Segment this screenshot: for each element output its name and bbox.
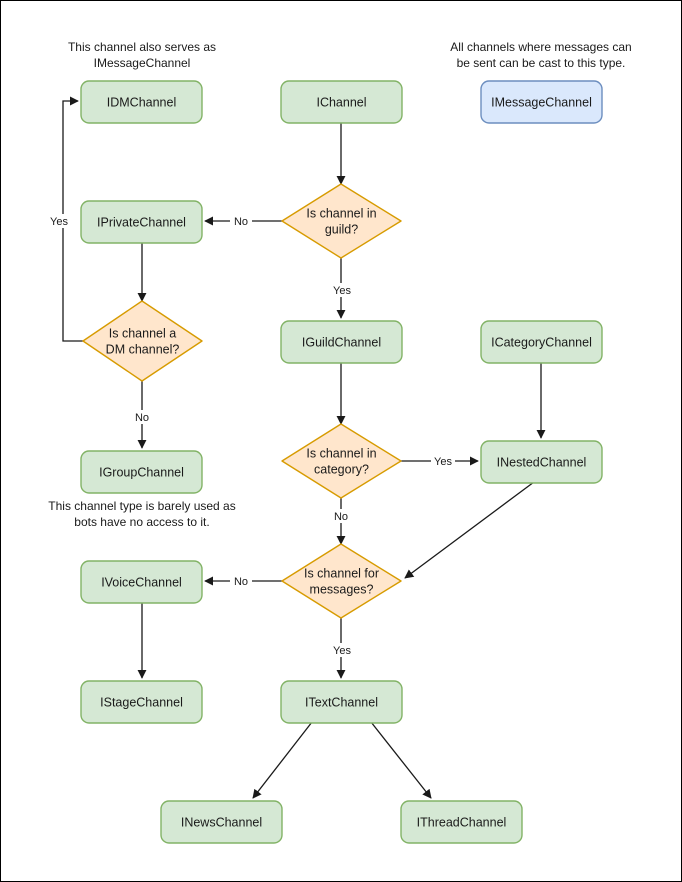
edge-label-yes-guild: Yes <box>333 285 351 297</box>
edge-is-dm-to-idmchannel: Yes <box>45 96 83 342</box>
edge-inestedchannel-to-is-for-messages <box>404 481 535 579</box>
edge-label-bg <box>330 643 354 657</box>
node-inestedchannel-label: INestedChannel <box>497 455 587 469</box>
node-inewschannel-shape[interactable] <box>160 800 283 844</box>
node-iprivatechannel[interactable]: IPrivateChannel <box>80 200 203 244</box>
edge-is-in-guild-to-iguildchannel: Yes <box>330 258 354 319</box>
edge-itextchannel-to-ithreadchannel <box>370 721 432 799</box>
edge-is-dm-to-igroupchannel: No <box>131 381 153 449</box>
node-ichannel[interactable]: IChannel <box>280 80 403 124</box>
node-is-for-messages-label-line-2: messages? <box>310 582 374 596</box>
edge-is-for-messages-to-itextchannel: Yes <box>330 618 354 679</box>
node-iguildchannel-shape[interactable] <box>280 320 403 364</box>
node-idmchannel-label: IDMChannel <box>107 95 176 109</box>
node-itextchannel-label: ITextChannel <box>305 695 378 709</box>
node-inewschannel[interactable]: INewsChannel <box>160 800 283 844</box>
node-ithreadchannel-shape[interactable] <box>400 800 523 844</box>
node-is-in-category-label-line-2: category? <box>314 462 369 476</box>
node-is-for-messages-label-line-1: Is channel for <box>304 566 379 580</box>
node-is-dm-label-line-1: Is channel a <box>109 326 176 340</box>
node-ivoicechannel-label: IVoiceChannel <box>101 575 182 589</box>
note-dm-line-1: This channel also serves as <box>68 40 216 54</box>
node-imessagechannel-label: IMessageChannel <box>491 95 592 109</box>
node-ithreadchannel[interactable]: IThreadChannel <box>400 800 523 844</box>
node-is-dm[interactable]: Is channel a DM channel? <box>82 300 203 382</box>
node-is-in-category-shape[interactable] <box>281 423 402 499</box>
node-itextchannel-shape[interactable] <box>280 680 403 724</box>
edge-label-no-category: No <box>334 511 348 523</box>
node-iguildchannel-label: IGuildChannel <box>302 335 381 349</box>
edge-itextchannel-to-inewschannel <box>252 721 313 799</box>
node-imessagechannel[interactable]: IMessageChannel <box>480 80 603 124</box>
node-inestedchannel[interactable]: INestedChannel <box>480 440 603 484</box>
edge-is-in-category-to-is-for-messages: No <box>330 498 352 545</box>
edge-label-bg <box>330 509 352 523</box>
edge-label-bg <box>230 214 252 228</box>
node-istagechannel-shape[interactable] <box>80 680 203 724</box>
note-message-line-2: be sent can be cast to this type. <box>457 56 626 70</box>
node-is-in-category[interactable]: Is channel in category? <box>281 423 402 499</box>
node-is-dm-label-line-2: DM channel? <box>106 342 180 356</box>
node-itextchannel[interactable]: ITextChannel <box>280 680 403 724</box>
edge-label-bg <box>230 574 252 588</box>
note-message-channel: All channels where messages can be sent … <box>450 40 631 70</box>
node-is-for-messages[interactable]: Is channel for messages? <box>281 543 402 619</box>
edge-label-bg <box>45 214 73 228</box>
node-idmchannel[interactable]: IDMChannel <box>80 80 203 124</box>
edge-label-bg <box>131 410 153 424</box>
edge-is-in-category-to-inestedchannel: Yes <box>401 454 479 468</box>
node-igroupchannel-label: IGroupChannel <box>99 465 184 479</box>
node-icategorychannel[interactable]: ICategoryChannel <box>480 320 603 364</box>
note-group-channel: This channel type is barely used as bots… <box>48 499 235 529</box>
node-istagechannel-label: IStageChannel <box>100 695 183 709</box>
edge-label-bg <box>330 283 354 297</box>
note-dm-line-2: IMessageChannel <box>94 56 191 70</box>
node-ichannel-label: IChannel <box>316 95 366 109</box>
node-istagechannel[interactable]: IStageChannel <box>80 680 203 724</box>
node-icategorychannel-shape[interactable] <box>480 320 603 364</box>
node-idmchannel-shape[interactable] <box>80 80 203 124</box>
node-icategorychannel-label: ICategoryChannel <box>491 335 592 349</box>
node-ivoicechannel[interactable]: IVoiceChannel <box>80 560 203 604</box>
node-iprivatechannel-label: IPrivateChannel <box>97 215 186 229</box>
node-igroupchannel-shape[interactable] <box>80 450 203 494</box>
note-dm-channel: This channel also serves as IMessageChan… <box>68 40 216 70</box>
node-imessagechannel-shape[interactable] <box>480 80 603 124</box>
node-is-in-guild-label-line-1: Is channel in <box>306 206 376 220</box>
node-is-in-category-label-line-1: Is channel in <box>306 446 376 460</box>
edge-label-yes-dm: Yes <box>50 216 68 228</box>
edge-label-no-dm: No <box>135 412 149 424</box>
node-ithreadchannel-label: IThreadChannel <box>417 815 507 829</box>
node-iprivatechannel-shape[interactable] <box>80 200 203 244</box>
node-inewschannel-label: INewsChannel <box>181 815 262 829</box>
note-group-line-1: This channel type is barely used as <box>48 499 235 513</box>
edge-label-no-messages: No <box>234 576 248 588</box>
edge-label-no-guild: No <box>234 216 248 228</box>
edge-is-in-guild-to-iprivatechannel: No <box>204 214 282 228</box>
node-is-in-guild-shape[interactable] <box>281 183 402 259</box>
edge-label-bg <box>431 454 455 468</box>
node-ivoicechannel-shape[interactable] <box>80 560 203 604</box>
node-is-for-messages-shape[interactable] <box>281 543 402 619</box>
edge-label-yes-messages: Yes <box>333 645 351 657</box>
node-inestedchannel-shape[interactable] <box>480 440 603 484</box>
node-igroupchannel[interactable]: IGroupChannel <box>80 450 203 494</box>
note-message-line-1: All channels where messages can <box>450 40 631 54</box>
node-is-in-guild-label-line-2: guild? <box>325 222 358 236</box>
node-is-dm-shape[interactable] <box>82 300 203 382</box>
node-iguildchannel[interactable]: IGuildChannel <box>280 320 403 364</box>
node-is-in-guild[interactable]: Is channel in guild? <box>281 183 402 259</box>
node-ichannel-shape[interactable] <box>280 80 403 124</box>
edge-is-for-messages-to-ivoicechannel: No <box>204 574 282 588</box>
edge-label-yes-category: Yes <box>434 456 452 468</box>
note-group-line-2: bots have no access to it. <box>74 515 209 529</box>
